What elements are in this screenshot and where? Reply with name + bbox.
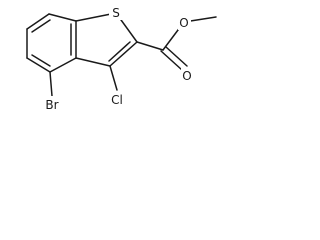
- bromine-label-bg: [42, 96, 62, 112]
- bond-c4-c3a: [49, 57, 77, 73]
- bond-c2-c3: [109, 41, 138, 67]
- bond-c2-carbonyl: [136, 41, 164, 51]
- chemical-structure: S Cl Br O O: [26, 4, 217, 112]
- bond-c5-c4: [26, 57, 51, 73]
- bond-c5-c4-inner: [31, 54, 51, 67]
- bond-c4-br: [49, 71, 53, 97]
- bond-c7a-c7: [48, 13, 77, 22]
- sulfur-label: S: [112, 6, 120, 20]
- ester-oxygen-label: O: [179, 16, 188, 30]
- chlorine-label: Cl: [111, 93, 123, 107]
- sulfur-label-bg: [109, 4, 123, 20]
- thiophene-ring: [75, 12, 138, 67]
- benzene-ring: [26, 13, 77, 73]
- bond-c2-c3-inner: [108, 41, 131, 62]
- bond-c7-c6: [26, 13, 50, 30]
- bond-carbonyl-o-double-a: [160, 50, 183, 71]
- bond-c6-c6-inner: [31, 19, 51, 33]
- carbonyl-oxygen-label-bg: [181, 67, 194, 83]
- chlorine-label-bg: [108, 91, 126, 107]
- bond-carbonyl-o-double-b: [165, 46, 188, 67]
- carbonyl-oxygen-label: O: [182, 69, 191, 83]
- ester-oxygen-label-bg: [178, 14, 191, 30]
- substituents: [49, 65, 118, 97]
- bromine-label: Br: [45, 98, 58, 112]
- atom-labels: S Cl Br O O: [42, 4, 194, 112]
- bond-c3-c3a: [75, 57, 111, 67]
- bond-c3-cl: [109, 65, 118, 91]
- ester-group: [136, 16, 217, 71]
